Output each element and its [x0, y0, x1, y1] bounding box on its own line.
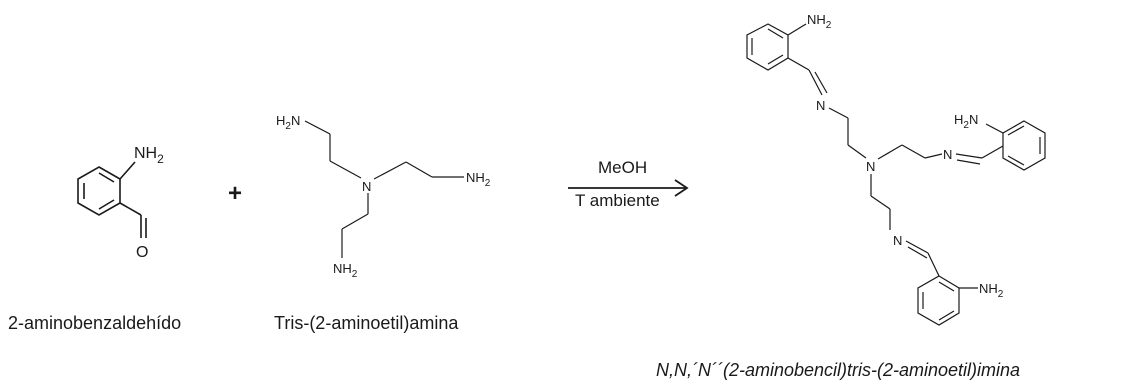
product-right-h2n-label: H2N: [954, 112, 978, 131]
product-bottom-imine-double: [907, 246, 928, 259]
reactant1-nh2-label: NH2: [134, 145, 164, 166]
reactant2-name: Tris-(2-aminoetil)amina: [274, 313, 459, 333]
reactant1-benzene-ring: [77, 166, 121, 216]
reaction-condition-label: T ambiente: [575, 191, 660, 210]
product-benzene-bottom: [917, 275, 960, 326]
reactant2-top-bond-1: [304, 120, 331, 135]
product-right-imine-n-label: N: [943, 147, 952, 162]
product-bottom-nh2-label: NH2: [979, 281, 1004, 300]
reactant1-oxygen-label: O: [136, 244, 148, 261]
reactant1-name: 2-aminobenzaldehído: [8, 313, 182, 333]
product-bottom-imine-n-label: N: [893, 233, 902, 248]
product-central-n-label: N: [866, 159, 875, 174]
product-top-chain-1: [828, 107, 849, 119]
product-top-imine-bond: [808, 69, 823, 96]
reaction-arrow: [568, 179, 689, 197]
product-top-c-n-bond: [787, 23, 807, 36]
product-right-chain-3: [924, 153, 943, 159]
product-right-chain-1: [877, 144, 903, 160]
product-benzene-right: [1002, 120, 1046, 171]
reactant1-c-cho-bond: [119, 202, 142, 216]
reactant2-structure: H2N N NH2 NH2: [276, 113, 491, 280]
product-right-ch-bond: [981, 145, 1004, 159]
product-top-imine-double: [814, 71, 828, 94]
product-bottom-imine-bond: [905, 240, 929, 254]
reactant1-c-n-bond: [119, 161, 136, 180]
reactant2-top-amine-label: H2N: [276, 113, 300, 132]
product-right-imine-double: [956, 159, 981, 165]
reactant2-top-bond-3: [329, 160, 362, 179]
reactant2-bottom-bond-2: [341, 213, 369, 230]
reactant2-right-bond-1: [373, 161, 407, 180]
reaction-solvent-label: MeOH: [598, 158, 648, 177]
product-benzene-top: [746, 23, 789, 71]
plus-sign: +: [228, 180, 243, 207]
product-top-ch-bond: [787, 57, 810, 71]
product-top-imine-n-label: N: [816, 98, 825, 113]
product-name: N,N,´N´´(2-aminobencil)tris-(2-aminoetil…: [656, 360, 1021, 380]
product-top-nh2-label: NH2: [807, 12, 832, 31]
product-top-chain-3: [847, 144, 867, 159]
product-bottom-ch-bond: [927, 252, 940, 277]
product-right-imine-bond: [955, 153, 983, 159]
product-bottom-chain-2: [870, 195, 891, 210]
product-right-chain-2: [901, 144, 926, 159]
product-right-c-n-bond: [985, 123, 1004, 134]
reactant1-structure: NH2 O: [77, 145, 164, 261]
reactant2-bottom-amine-label: NH2: [333, 261, 358, 280]
product-structure: NH2 N N N H2N N: [746, 12, 1046, 326]
reactant2-central-n-label: N: [362, 179, 371, 194]
reactant2-right-bond-2: [405, 161, 433, 178]
reactant2-right-amine-label: NH2: [466, 170, 491, 189]
